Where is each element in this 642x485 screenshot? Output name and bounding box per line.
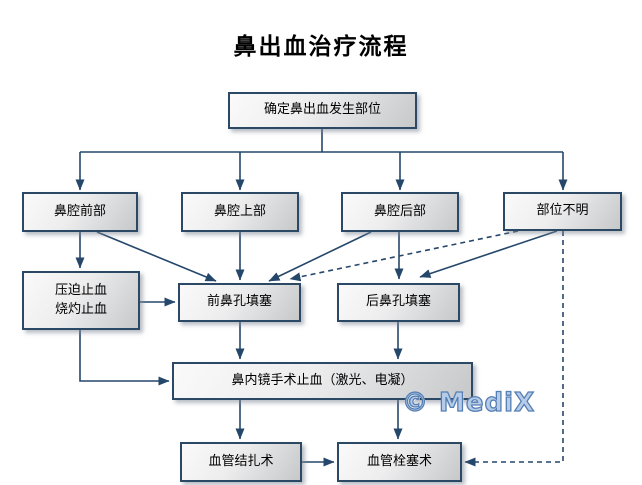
node-unknown-site-label: 部位不明 <box>536 203 589 219</box>
node-posterior-packing-label: 后鼻孔填塞 <box>365 294 431 310</box>
node-endoscopic-surgery-label: 鼻内镜手术止血（激光、电凝） <box>231 372 414 388</box>
edge-unknown-to-postpacking <box>419 230 558 278</box>
node-anterior-packing: 前鼻孔填塞 <box>178 283 301 322</box>
medix-watermark: © MediX <box>401 387 536 418</box>
edge-unknown-to-antpacking-dashed <box>289 230 519 282</box>
node-upper-cavity-label: 鼻腔上部 <box>213 203 266 219</box>
page-title: 鼻出血治疗流程 <box>233 34 409 60</box>
node-endoscopic-surgery: 鼻内镜手术止血（激光、电凝） <box>172 362 473 400</box>
node-vessel-embolization: 血管栓塞术 <box>337 442 462 482</box>
node-vessel-ligation-label: 血管结扎术 <box>208 453 274 469</box>
node-posterior-cavity-label: 鼻腔后部 <box>373 203 426 219</box>
node-unknown-site: 部位不明 <box>503 192 622 231</box>
node-determine-site-label: 确定鼻出血发生部位 <box>263 102 381 118</box>
node-compression-line2: 烧灼止血 <box>54 301 107 317</box>
node-determine-site: 确定鼻出血发生部位 <box>228 92 417 129</box>
node-anterior-packing-label: 前鼻孔填塞 <box>206 294 272 310</box>
node-vessel-embolization-label: 血管栓塞术 <box>366 453 432 469</box>
edge-anterior-to-antpacking <box>96 231 217 282</box>
node-upper-cavity: 鼻腔上部 <box>181 192 299 232</box>
node-anterior-cavity: 鼻腔前部 <box>22 192 138 232</box>
node-vessel-ligation: 血管结扎术 <box>180 442 302 482</box>
node-compression-cautery: 压迫止血 烧灼止血 <box>22 271 140 330</box>
node-compression-line1: 压迫止血 <box>54 282 107 298</box>
node-posterior-cavity: 鼻腔后部 <box>341 192 459 232</box>
edge-compression-to-endoscopic <box>79 330 170 386</box>
node-anterior-cavity-label: 鼻腔前部 <box>53 203 106 219</box>
edge-unknown-to-embolization-dashed <box>464 231 564 467</box>
edge-posterior-to-antpacking <box>268 231 372 282</box>
node-posterior-packing: 后鼻孔填塞 <box>337 283 460 322</box>
